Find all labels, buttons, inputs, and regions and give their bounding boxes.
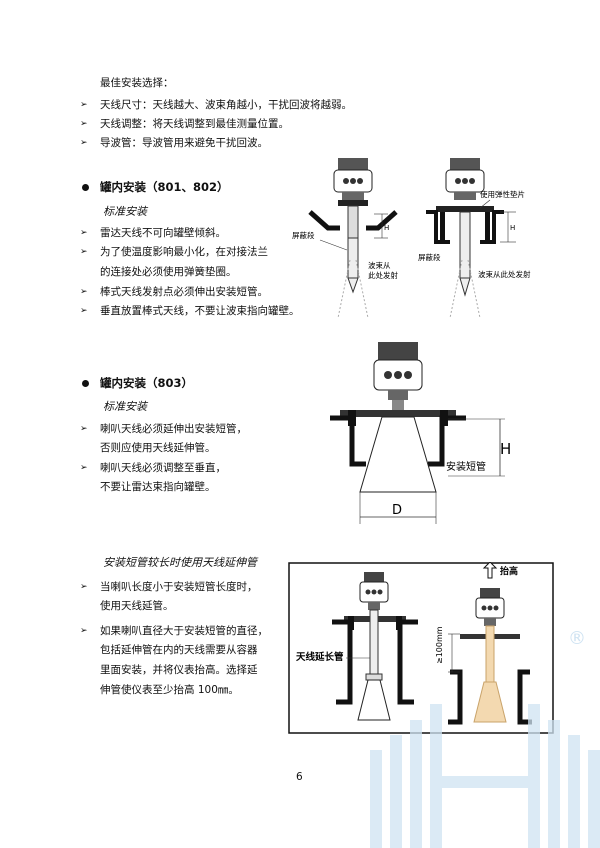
rod-antenna-figure: H 屏蔽段 波束从 此处发射 H 使用弹性垫片 屏蔽段 波束从此处发射 — [292, 158, 531, 319]
section1-title: 罐内安装（801、802） — [100, 180, 229, 194]
arrow-bullet-icon: ➢ — [80, 582, 88, 592]
arrow-bullet-icon: ➢ — [80, 287, 88, 297]
section1-item: 棒式天线发射点必须伸出安装短管。 — [100, 286, 268, 298]
section1-item: 垂直放置棒式天线，不要让波束指向罐壁。 — [100, 305, 300, 317]
arrow-bullet-icon: ➢ — [80, 306, 88, 316]
intro-item: 天线调整：将天线调整到最佳测量位置。 — [100, 118, 289, 130]
min-lift-label: ≥100mm — [435, 626, 444, 664]
section3-item: 里面安装，并将仪表抬高。选择延 — [100, 664, 258, 676]
d-label: D — [392, 503, 402, 518]
arrow-bullet-icon: ➢ — [80, 119, 88, 129]
lift-label: 抬高 — [500, 565, 518, 577]
extension-label: 天线延长管 — [296, 651, 344, 663]
arrow-bullet-icon: ➢ — [80, 424, 88, 434]
section2-subtitle: 标准安装 — [103, 400, 147, 413]
section3-title: 安装短管较长时使用天线延伸管 — [103, 556, 257, 569]
arrow-bullet-icon: ➢ — [80, 247, 88, 257]
rod-antenna-device-right: H 使用弹性垫片 屏蔽段 波束从此处发射 — [418, 158, 531, 319]
extension-figure: 天线延长管 抬高 ≥100mm — [288, 562, 554, 734]
h-label: H — [500, 440, 511, 458]
section-bullet-icon — [82, 380, 89, 387]
section3-item: 如果喇叭直径大于安装短管的直径， — [100, 625, 268, 637]
arrow-bullet-icon: ➢ — [80, 626, 88, 636]
section2-item: 不要让雷达束指向罐壁。 — [100, 481, 216, 493]
section1-item: 为了使温度影响最小化，在对接法兰 — [100, 246, 268, 258]
section3-item: 当喇叭长度小于安装短管长度时， — [100, 581, 258, 593]
section2-title: 罐内安装（803） — [100, 376, 194, 390]
page-number: 6 — [296, 771, 303, 783]
section2-item: 喇叭天线必须延伸出安装短管， — [100, 423, 247, 435]
nozzle-label: 安装短管 — [446, 460, 486, 473]
section-bullet-icon — [82, 184, 89, 191]
beam-label-left-1: 波束从 — [368, 260, 391, 270]
h-label-right: H — [510, 224, 515, 232]
h-label-left: H — [384, 224, 389, 232]
horn-antenna-figure: H 安装短管 D — [330, 342, 511, 524]
spring-pad-label: 使用弹性垫片 — [480, 189, 525, 199]
shield-label-right: 屏蔽段 — [418, 252, 441, 262]
section1-item: 雷达天线不可向罐壁倾斜。 — [100, 227, 226, 239]
section2-item: 否则应使用天线延伸管。 — [100, 442, 216, 454]
beam-label-right: 波束从此处发射 — [478, 269, 531, 279]
section3-item: 伸管使仪表至少抬高 100㎜。 — [100, 684, 239, 696]
rod-antenna-device-left: H 屏蔽段 波束从 此处发射 — [292, 158, 398, 319]
intro-item: 天线尺寸：天线越大、波束角越小，干扰回波将越弱。 — [100, 99, 352, 111]
beam-label-left-2: 此处发射 — [368, 270, 398, 280]
section1-item: 的连接处必须使用弹簧垫圈。 — [100, 266, 237, 278]
intro-item: 导波管：导波管用来避免干扰回波。 — [100, 137, 268, 149]
section2-item: 喇叭天线必须调整至垂直， — [100, 462, 226, 474]
shield-label-left: 屏蔽段 — [292, 230, 315, 240]
intro-heading: 最佳安装选择： — [100, 77, 174, 89]
section3-item: 使用天线延管。 — [100, 600, 174, 612]
arrow-bullet-icon: ➢ — [80, 228, 88, 238]
arrow-bullet-icon: ➢ — [80, 463, 88, 473]
section1-subtitle: 标准安装 — [103, 205, 147, 218]
arrow-bullet-icon: ➢ — [80, 138, 88, 148]
registered-mark: ® — [568, 628, 586, 649]
section3-item: 包括延伸管在内的天线需要从容器 — [100, 644, 258, 656]
brand-watermark-logo — [370, 704, 600, 848]
arrow-bullet-icon: ➢ — [80, 100, 88, 110]
